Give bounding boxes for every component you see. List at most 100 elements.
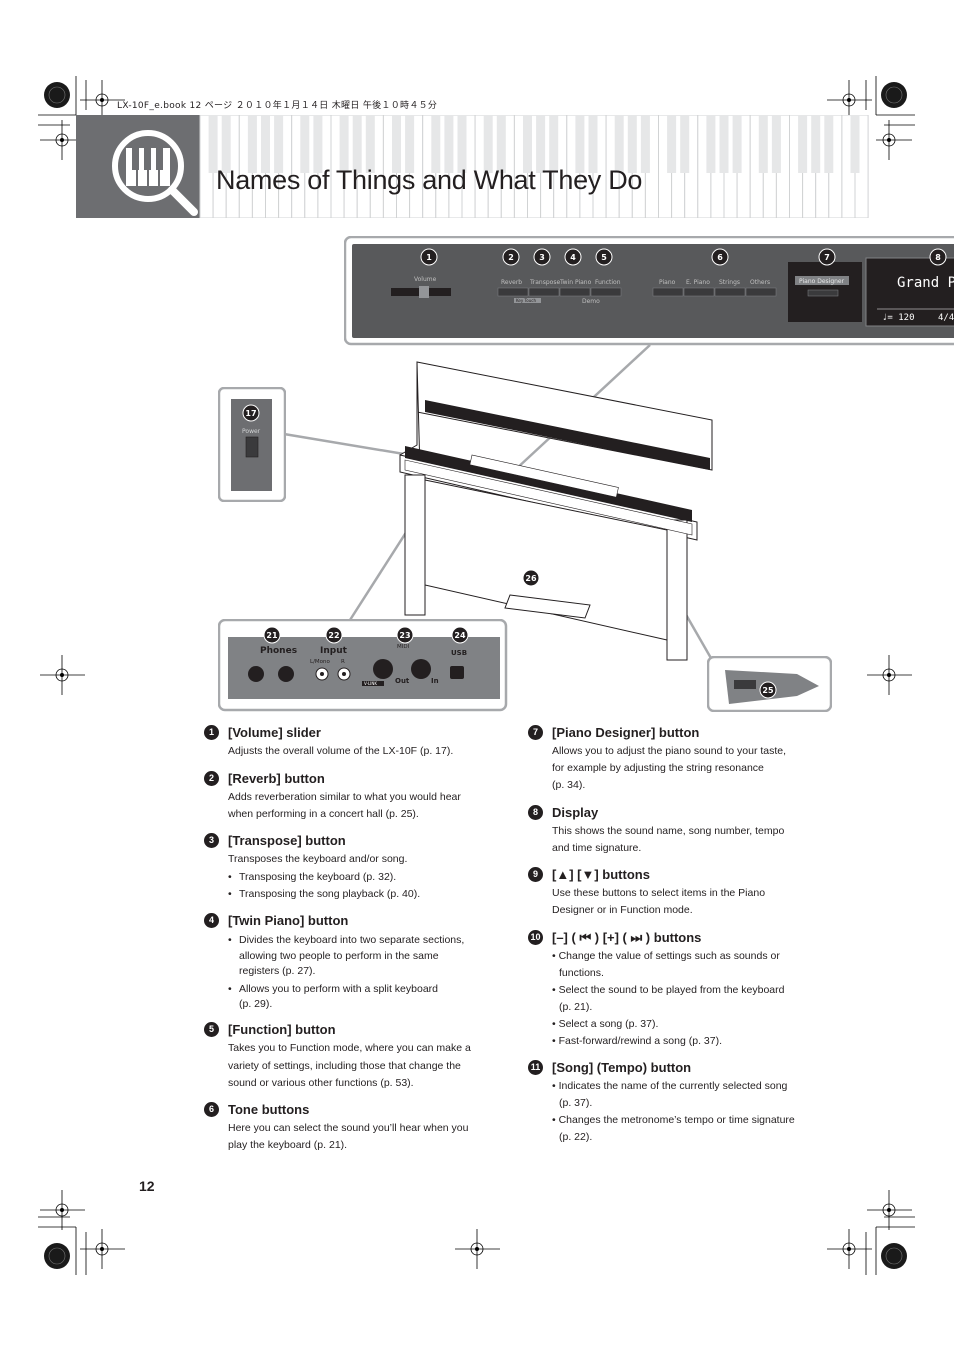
piano-designer-description-1: Allows you to adjust the piano sound to … xyxy=(552,745,787,757)
banner-black-key xyxy=(798,115,808,173)
banner-black-key xyxy=(313,115,323,173)
banner-black-key xyxy=(667,115,677,173)
item-number-5: 5 xyxy=(204,1022,219,1037)
minus-plus-bullet-3: • Select a song (p. 37). xyxy=(552,1018,659,1030)
power-label: Power xyxy=(242,428,261,435)
up-down-description-2: Designer or in Function mode. xyxy=(552,904,693,916)
banner-black-key xyxy=(824,115,834,173)
callout-2: 2 xyxy=(508,253,514,262)
minus-plus-bullet-1b: functions. xyxy=(559,967,604,979)
up-down-buttons-heading: [▲] [▼] buttons xyxy=(552,867,650,882)
banner-black-key xyxy=(483,115,493,173)
callout-1: 1 xyxy=(426,253,432,262)
input-label: Input xyxy=(320,646,348,656)
banner-black-key xyxy=(640,115,650,173)
banner-black-key xyxy=(208,115,218,173)
tone-description-2: play the keyboard (p. 21). xyxy=(228,1139,348,1151)
item-number-3: 3 xyxy=(204,833,219,848)
banner-black-key xyxy=(719,115,729,173)
twin-piano-bullet-1b: allowing two people to perform in the sa… xyxy=(239,950,439,962)
piano-tone-label: Piano xyxy=(659,279,676,286)
tone-description-1: Here you can select the sound you’ll hea… xyxy=(228,1122,469,1134)
transpose-description-1: Transposes the keyboard and/or song. xyxy=(228,853,408,865)
piano-magnifier-icon xyxy=(112,130,198,216)
banner-black-key xyxy=(496,115,506,173)
transpose-bullet-1: Transposing the keyboard (p. 32). xyxy=(239,871,397,883)
transpose-bullet-2: Transposing the song playback (p. 40). xyxy=(239,888,421,900)
banner-black-key xyxy=(405,115,415,173)
twin-piano-heading: [Twin Piano] button xyxy=(228,913,349,928)
function-description-2: variety of settings, including those tha… xyxy=(228,1060,461,1072)
power-switch-inset: 17 Power xyxy=(218,387,286,502)
lmono-label: L/Mono xyxy=(310,659,331,665)
display-sound-name: Grand Pi xyxy=(897,275,954,291)
banner-black-key xyxy=(365,115,375,173)
minus-plus-bullet-2: • Select the sound to be played from the… xyxy=(552,984,785,996)
volume-description-1: Adjusts the overall volume of the LX-10F… xyxy=(228,745,454,757)
item-number-1: 1 xyxy=(204,725,219,740)
volume-label: Volume xyxy=(414,276,437,283)
song-tempo-bullet-1b: (p. 37). xyxy=(559,1097,593,1109)
tone-buttons-heading: Tone buttons xyxy=(228,1102,310,1117)
panel-callouts: 1 2 3 4 5 6 7 8 xyxy=(420,248,947,266)
phones-label: Phones xyxy=(260,646,297,656)
banner-black-key xyxy=(811,115,821,173)
banner-black-key xyxy=(431,115,441,173)
callout-8: 8 xyxy=(935,253,941,262)
callout-5: 5 xyxy=(601,253,607,262)
callout-6: 6 xyxy=(717,253,723,262)
minus-plus-bullet-1: • Change the value of settings such as s… xyxy=(552,950,780,962)
transpose-label: Transpose xyxy=(529,279,560,286)
page-title: Names of Things and What They Do xyxy=(216,165,643,195)
chapter-banner xyxy=(76,115,876,218)
banner-black-key xyxy=(300,115,310,173)
piano-designer-description-3: (p. 34). xyxy=(552,779,586,791)
twin-piano-label: Twin Piano xyxy=(559,279,592,286)
midi-in-label: In xyxy=(431,677,439,685)
callout-22: 22 xyxy=(328,631,339,640)
r-label: R xyxy=(341,659,345,665)
song-tempo-heading: [Song] (Tempo) button xyxy=(552,1060,692,1075)
item-number-2: 2 xyxy=(204,771,219,786)
banner-black-key xyxy=(588,115,598,173)
song-tempo-bullet-2: • Changes the metronome’s tempo or time … xyxy=(552,1114,795,1126)
callout-17: 17 xyxy=(245,409,256,418)
demo-label: Demo xyxy=(582,298,600,305)
banner-black-key xyxy=(549,115,559,173)
piano-designer-label: Piano Designer xyxy=(799,278,845,285)
banner-black-key xyxy=(274,115,284,173)
banner-black-key xyxy=(758,115,768,173)
banner-black-key xyxy=(536,115,546,173)
banner-black-key xyxy=(339,115,349,173)
usb-label: USB xyxy=(451,649,467,657)
piano-designer-description-2: for example by adjusting the string reso… xyxy=(552,762,764,774)
song-tempo-bullet-2b: (p. 22). xyxy=(559,1131,593,1143)
minus-plus-bullet-2b: (p. 21). xyxy=(559,1001,593,1013)
minus-plus-bullet-4: • Fast-forward/rewind a song (p. 37). xyxy=(552,1035,722,1047)
jack-panel-inset: Phones Input L/Mono R MIDI Out In USB V-… xyxy=(218,619,508,712)
item-number-11: 11 xyxy=(528,1060,543,1075)
banner-black-key xyxy=(614,115,624,173)
banner-black-key xyxy=(457,115,467,173)
display-tempo: ♩= 120 xyxy=(882,313,915,323)
reverb-heading: [Reverb] button xyxy=(228,771,325,786)
callout-23: 23 xyxy=(399,631,410,640)
twin-piano-bullet-1c: registers (p. 27). xyxy=(239,965,316,977)
callout-21: 21 xyxy=(266,631,278,640)
banner-black-key xyxy=(221,115,231,173)
volume-slider-heading: [Volume] slider xyxy=(228,725,321,740)
file-info-header: LX-10F_e.book 12 ページ ２０１０年１月１４日 木曜日 午後１０… xyxy=(117,101,438,111)
display-heading: Display xyxy=(552,805,599,820)
item-number-9: 9 xyxy=(528,867,543,882)
minus-plus-buttons-heading: [–] ( ⏮ ) [+] ( ⏭ ) buttons xyxy=(552,930,702,945)
page-number: 12 xyxy=(139,1178,155,1194)
banner-black-key xyxy=(680,115,690,173)
banner-black-key xyxy=(523,115,532,173)
banner-black-key xyxy=(261,115,270,173)
function-heading: [Function] button xyxy=(228,1022,336,1037)
twin-piano-bullet-1a: Divides the keyboard into two separate s… xyxy=(239,934,465,946)
banner-black-key xyxy=(771,115,781,173)
callout-25: 25 xyxy=(762,686,774,695)
control-panel-illustration: Volume Reverb Transpose Twin Piano Funct… xyxy=(344,236,954,346)
